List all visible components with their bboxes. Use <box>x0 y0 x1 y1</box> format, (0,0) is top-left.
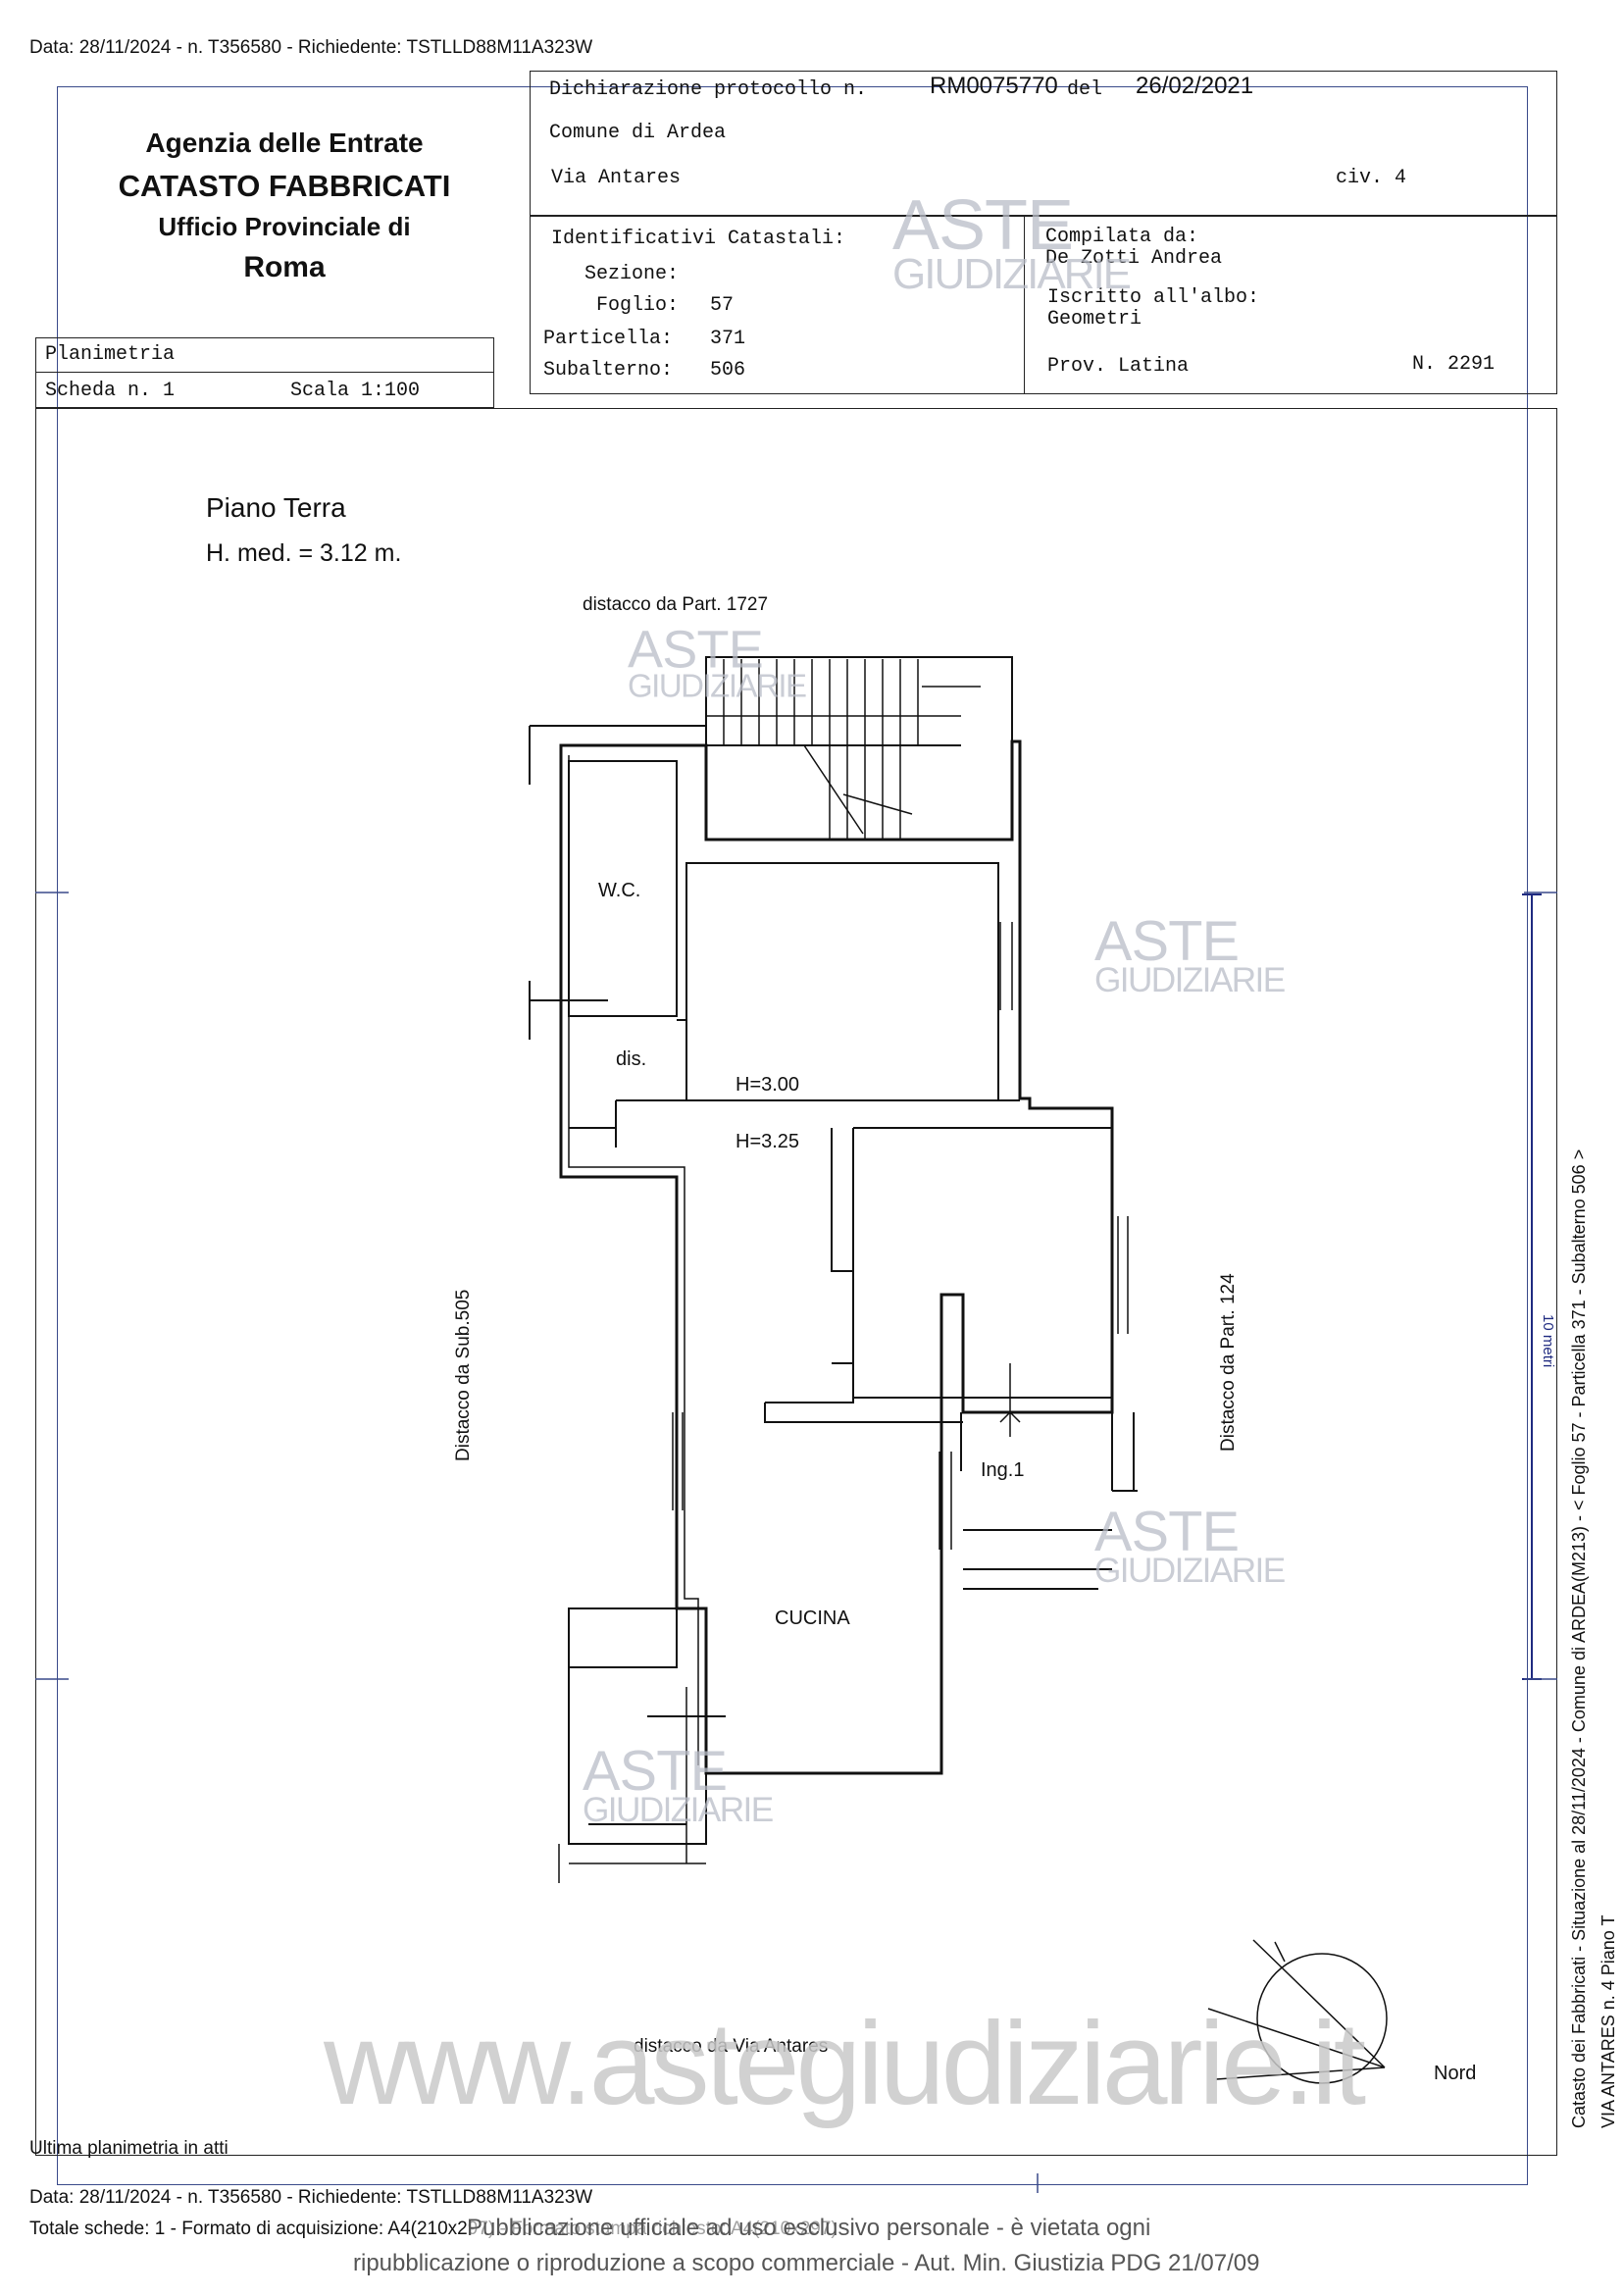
particella-value: 371 <box>710 328 746 350</box>
declaration-del: del <box>1067 78 1103 101</box>
declaration-date: 26/02/2021 <box>1136 73 1254 99</box>
via: Via Antares <box>551 167 682 189</box>
subalterno-value: 506 <box>710 359 746 382</box>
albo-value: Geometri <box>1047 308 1142 331</box>
last-plan-note: Ultima planimetria in atti <box>29 2138 228 2159</box>
office-name: Ufficio Provinciale di <box>158 212 411 241</box>
room-cucina-label: CUCINA <box>775 1607 850 1629</box>
scale-bar <box>1522 893 1542 1680</box>
catasto-title: CATASTO FABBRICATI <box>118 169 451 203</box>
cadastral-heading: Identificativi Catastali: <box>551 228 846 250</box>
cadastral-box <box>530 216 1557 394</box>
comune: Comune di Ardea <box>549 122 727 144</box>
compilata-label: Compilata da: <box>1045 226 1199 248</box>
planimetria-box <box>35 337 494 408</box>
subalterno-label: Subalterno: <box>543 359 674 382</box>
publication-line-1: Pubblicazione ufficiale ad uso esclusivo… <box>467 2215 1151 2242</box>
albo-number: N. 2291 <box>1412 353 1496 376</box>
foglio-label: Foglio: <box>596 294 680 317</box>
left-boundary-label: Distacco da Sub.505 <box>453 1290 474 1461</box>
stair-treads <box>706 659 981 840</box>
average-height: H. med. = 3.12 m. <box>206 539 402 567</box>
drawing-frame <box>35 408 1557 2156</box>
site-watermark: www.astegiudiziarie.it <box>324 1998 1366 2129</box>
footer-meta: Data: 28/11/2024 - n. T356580 - Richiede… <box>29 2187 593 2208</box>
entrance-label: Ing.1 <box>981 1459 1024 1481</box>
civico: civ. 4 <box>1336 167 1407 189</box>
side-note-situation: Catasto dei Fabbricati - Situazione al 2… <box>1569 1148 1589 2128</box>
planimetria-title: Planimetria <box>45 343 176 366</box>
scala-label: Scala 1:100 <box>290 380 421 402</box>
scale-bar-label: 10 metri <box>1540 1314 1556 1367</box>
height-label-1: H=3.00 <box>736 1074 799 1096</box>
registration-frame <box>57 86 1528 2185</box>
side-note-address: VIA ANTARES n. 4 Piano T <box>1599 1914 1618 2128</box>
north-arrow <box>1207 1939 1388 2084</box>
right-boundary-label: Distacco da Part. 124 <box>1218 1273 1239 1452</box>
scheda-label: Scheda n. 1 <box>45 380 176 402</box>
bottom-boundary-label: distacco da Via Antares <box>634 2036 829 2057</box>
floor-label: Piano Terra <box>206 492 346 523</box>
top-meta: Data: 28/11/2024 - n. T356580 - Richiede… <box>29 37 593 58</box>
height-label-2: H=3.25 <box>736 1131 799 1152</box>
particella-label: Particella: <box>543 328 674 350</box>
top-boundary-label: distacco da Part. 1727 <box>583 594 769 615</box>
compiler-name: De Zotti Andrea <box>1045 247 1223 270</box>
albo-label: Iscritto all'albo: <box>1047 286 1260 309</box>
wc-room <box>568 760 678 1017</box>
sezione-label: Sezione: <box>584 263 680 285</box>
foglio-value: 57 <box>710 294 735 317</box>
declaration-box <box>530 71 1557 216</box>
publication-line-2: ripubblicazione o riproduzione a scopo c… <box>353 2250 1260 2276</box>
north-label: Nord <box>1434 2063 1476 2084</box>
office-city: Roma <box>243 251 326 283</box>
declaration-number: RM0075770 <box>930 73 1058 99</box>
room-dis-label: dis. <box>616 1048 646 1070</box>
room-wc-label: W.C. <box>598 880 640 901</box>
agency-name: Agenzia delle Entrate <box>145 128 424 158</box>
prov-label: Prov. Latina <box>1047 355 1190 378</box>
declaration-label: Dichiarazione protocollo n. <box>549 78 868 101</box>
